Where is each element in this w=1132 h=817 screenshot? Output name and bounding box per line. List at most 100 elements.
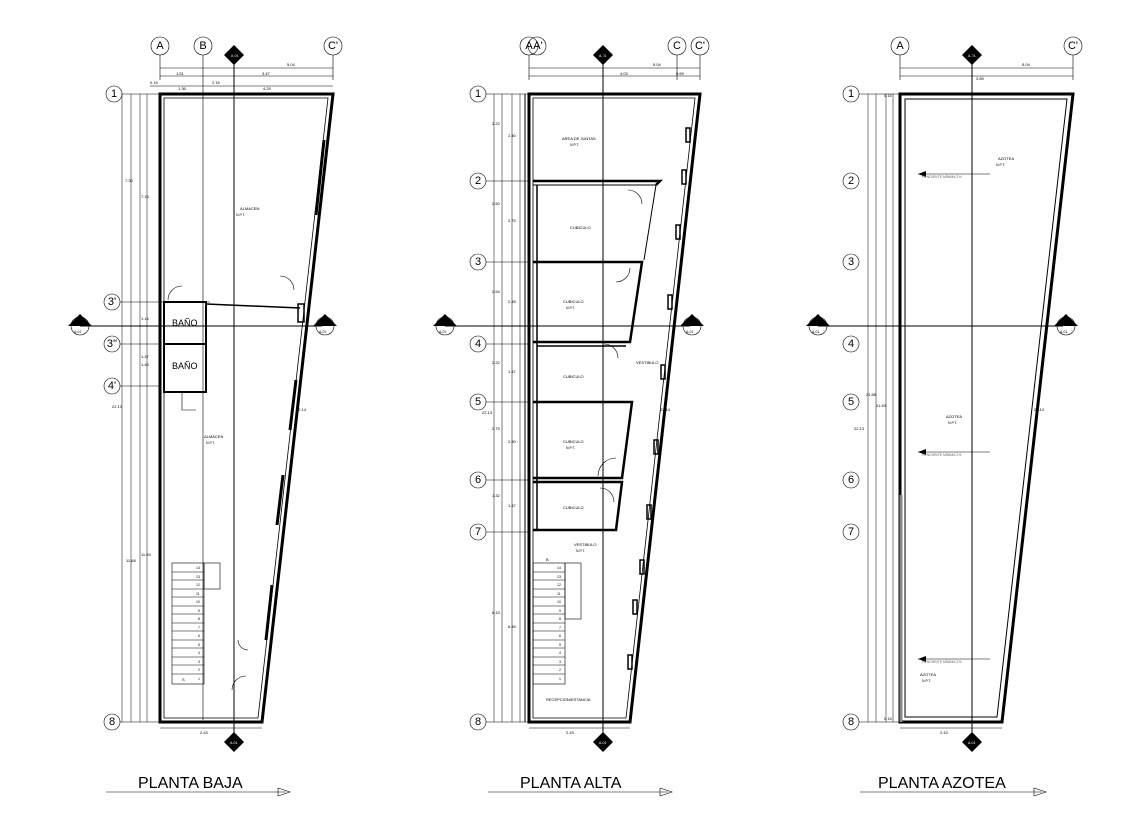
svg-text:6: 6: [559, 634, 561, 638]
svg-text:5.04: 5.04: [287, 62, 296, 67]
svg-text:A: A: [525, 40, 533, 52]
slope-arrow: PENDIENTE MÍNIMA 2%: [918, 656, 990, 664]
svg-text:N.P.T.: N.P.T.: [948, 421, 957, 425]
svg-text:B: B: [199, 40, 206, 52]
svg-text:C': C': [1068, 40, 1078, 52]
svg-text:A: A: [1064, 323, 1067, 327]
svg-text:1.47: 1.47: [141, 354, 150, 359]
section-marker-left: A A-01: [806, 314, 830, 336]
svg-text:CUBICULO: CUBICULO: [563, 505, 584, 510]
svg-text:2.15: 2.15: [212, 80, 221, 85]
svg-text:1.43: 1.43: [141, 362, 150, 367]
stair-planta-alta: 14 13 12 11 10 9 8 7 6 5 4 3 2 1 B: [532, 557, 582, 685]
svg-text:11: 11: [196, 592, 200, 596]
svg-text:C: C: [673, 40, 681, 52]
plan-planta-alta: A A' C C' A-01 A-01 1 2 3 4 5 6: [433, 36, 710, 797]
svg-text:3: 3: [559, 660, 561, 664]
row-bubble-5: 5: [469, 393, 487, 411]
svg-text:AZOTEA: AZOTEA: [998, 156, 1014, 161]
svg-text:AREA DE JUNTAS: AREA DE JUNTAS: [562, 136, 596, 141]
slope-arrow: PENDIENTE MÍNIMA 2%: [918, 449, 990, 457]
row-bubble-3-double-prime: 3'': [103, 335, 121, 353]
row-bubble-2: 2: [469, 172, 487, 190]
column-bubble-c-prime: C': [1063, 36, 1083, 56]
row-bubble-7: 7: [469, 523, 487, 541]
plan-planta-azotea: A C' A-01 A-01 1 2 3 4 5 6 7 8 A: [806, 36, 1083, 797]
svg-text:0.15: 0.15: [884, 93, 893, 98]
section-arrow-bottom: A-01: [224, 732, 244, 752]
svg-text:3.22: 3.22: [492, 121, 501, 126]
section-marker-right: A A-01: [313, 314, 337, 336]
svg-text:A-01: A-01: [812, 330, 819, 334]
svg-text:AZOTEA: AZOTEA: [920, 672, 936, 677]
svg-text:C': C': [695, 40, 705, 52]
svg-text:1.36: 1.36: [178, 86, 187, 91]
plan-planta-baja: A B C' A-01 A-01 1 3': [68, 36, 343, 797]
svg-text:6.45: 6.45: [508, 624, 517, 629]
svg-text:2.50: 2.50: [508, 439, 517, 444]
row-bubble-6: 6: [469, 471, 487, 489]
svg-text:3: 3: [475, 256, 481, 268]
svg-text:5: 5: [475, 396, 481, 408]
svg-text:1: 1: [111, 88, 117, 100]
svg-text:2.43: 2.43: [200, 730, 209, 735]
svg-text:1.32: 1.32: [492, 493, 501, 498]
svg-text:3.89: 3.89: [976, 76, 985, 81]
svg-text:13: 13: [196, 575, 200, 579]
row-bubble-5: 5: [842, 393, 860, 411]
slope-arrow: PENDIENTE MÍNIMA 2%: [918, 171, 990, 179]
svg-text:5: 5: [559, 643, 561, 647]
svg-text:A': A': [533, 40, 542, 52]
svg-text:2: 2: [198, 668, 200, 672]
svg-text:1.47: 1.47: [508, 503, 517, 508]
svg-text:2.75: 2.75: [508, 218, 517, 223]
svg-text:N.P.T.: N.P.T.: [922, 679, 931, 683]
svg-text:CUBICULO: CUBICULO: [563, 299, 584, 304]
svg-text:3: 3: [848, 256, 854, 268]
svg-text:A: A: [323, 323, 326, 327]
svg-text:11.68: 11.68: [126, 558, 136, 563]
svg-text:8: 8: [475, 716, 481, 728]
svg-text:14: 14: [557, 566, 561, 570]
svg-text:3: 3: [198, 660, 200, 664]
svg-text:2.22: 2.22: [492, 360, 501, 365]
svg-text:A: A: [156, 40, 164, 52]
svg-text:4.03: 4.03: [620, 71, 629, 76]
svg-text:6: 6: [198, 634, 200, 638]
svg-text:A-01: A-01: [74, 330, 81, 334]
svg-text:9: 9: [198, 609, 200, 613]
row-bubble-4: 4: [469, 335, 487, 353]
svg-text:A-01: A-01: [319, 330, 326, 334]
svg-text:2: 2: [848, 175, 854, 187]
svg-text:ALMACEN: ALMACEN: [204, 434, 223, 439]
svg-text:5: 5: [848, 396, 854, 408]
svg-text:ALMACEN: ALMACEN: [240, 206, 259, 211]
svg-text:3.47: 3.47: [262, 71, 271, 76]
stair-planta-baja: 14 13 12 11 10 9 8 7 6 5 4 3 2 1 S: [171, 562, 221, 685]
window-strip: [627, 127, 691, 670]
svg-text:C': C': [328, 40, 338, 52]
svg-text:6.43: 6.43: [492, 610, 501, 615]
row-bubble-1: 1: [105, 85, 123, 103]
svg-text:VESTIBULO: VESTIBULO: [574, 542, 596, 547]
svg-text:22.13: 22.13: [854, 426, 865, 431]
svg-text:2.50: 2.50: [492, 201, 501, 206]
svg-text:3'': 3'': [107, 338, 117, 350]
svg-text:21.88: 21.88: [866, 392, 877, 397]
row-bubble-6: 6: [842, 471, 860, 489]
column-bubble-c: C: [667, 36, 687, 56]
window-strip: [264, 139, 326, 641]
svg-text:8: 8: [198, 617, 200, 621]
svg-text:N.P.T.: N.P.T.: [576, 549, 585, 553]
svg-text:1.51: 1.51: [176, 71, 185, 76]
svg-text:4': 4': [108, 380, 116, 392]
row-bubble-3-prime: 3': [103, 293, 121, 311]
section-marker-right: A A-01: [1054, 314, 1078, 336]
svg-text:10: 10: [196, 600, 200, 604]
svg-text:7: 7: [559, 626, 561, 630]
svg-text:22.14: 22.14: [660, 407, 671, 412]
svg-text:RECEPCION/ESTANCIA: RECEPCION/ESTANCIA: [546, 697, 591, 702]
svg-text:11: 11: [557, 592, 561, 596]
svg-text:6: 6: [475, 474, 481, 486]
row-bubble-7: 7: [842, 523, 860, 541]
